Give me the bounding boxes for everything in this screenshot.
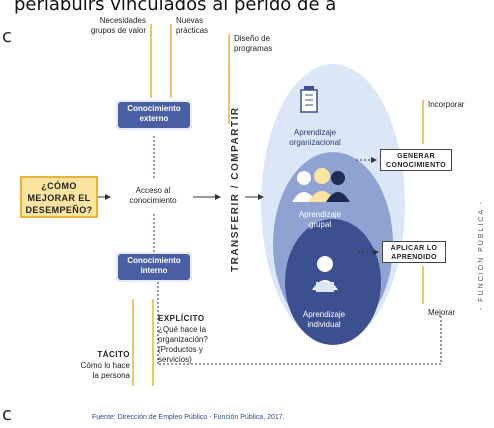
- label-mejorar: Mejorar: [428, 308, 456, 317]
- building-icon: [300, 86, 318, 113]
- label-aprendizaje-individual: Aprendizaje individual: [302, 310, 346, 329]
- box-conocimiento-externo: Conocimiento externo: [116, 100, 192, 130]
- cut-header-text: periabuirs vinculados al perido de a: [14, 0, 337, 15]
- label-tacito-desc: Cómo lo hace la persona: [80, 361, 130, 380]
- box-conocimiento-interno: Conocimiento interno: [116, 252, 192, 282]
- label-nuevas-practicas: Nuevas prácticas: [176, 16, 209, 35]
- label-aprendizaje-organizacional: Aprendizaje organizacional: [289, 128, 341, 147]
- diagram-lines: [98, 24, 442, 386]
- label-aprendizaje-grupal: Aprendizaje grupal: [298, 210, 342, 229]
- label-funcion-publica-vertical: - FUNCIÓN PÚBLICA -: [478, 200, 485, 310]
- box-generar-conocimiento: GENERAR CONOCIMIENTO: [380, 149, 452, 171]
- box-aplicar-aprendido: APLICAR LO APRENDIDO: [382, 241, 446, 263]
- label-transferir-compartir: TRANSFERIR / COMPARTIR: [230, 106, 241, 272]
- label-tacito: TÁCITO: [97, 350, 130, 359]
- label-explicito-desc: ¿Qué hace la organización? (Productos y …: [158, 325, 208, 364]
- label-explicito: EXPLÍCITO: [158, 314, 205, 323]
- source-caption: Fuente: Dirección de Empleo Público - Fu…: [92, 414, 285, 421]
- diagram-frame: Necesidades grupos de valor Nuevas práct…: [8, 14, 488, 426]
- label-necesidades: Necesidades grupos de valor: [90, 16, 146, 35]
- reading-person-icon: [312, 256, 338, 292]
- box-como-mejorar: ¿CÓMO MEJORAR EL DESEMPEÑO?: [20, 176, 98, 218]
- group-people-icon: [292, 168, 350, 202]
- label-incorporar: Incorporar: [428, 100, 465, 109]
- label-diseno-programas: Diseño de programas: [234, 34, 273, 53]
- edge-letter-bottom: c: [2, 404, 12, 425]
- edge-letter-top: c: [2, 26, 12, 47]
- label-acceso-conocimiento: Acceso al conocimiento: [129, 186, 177, 205]
